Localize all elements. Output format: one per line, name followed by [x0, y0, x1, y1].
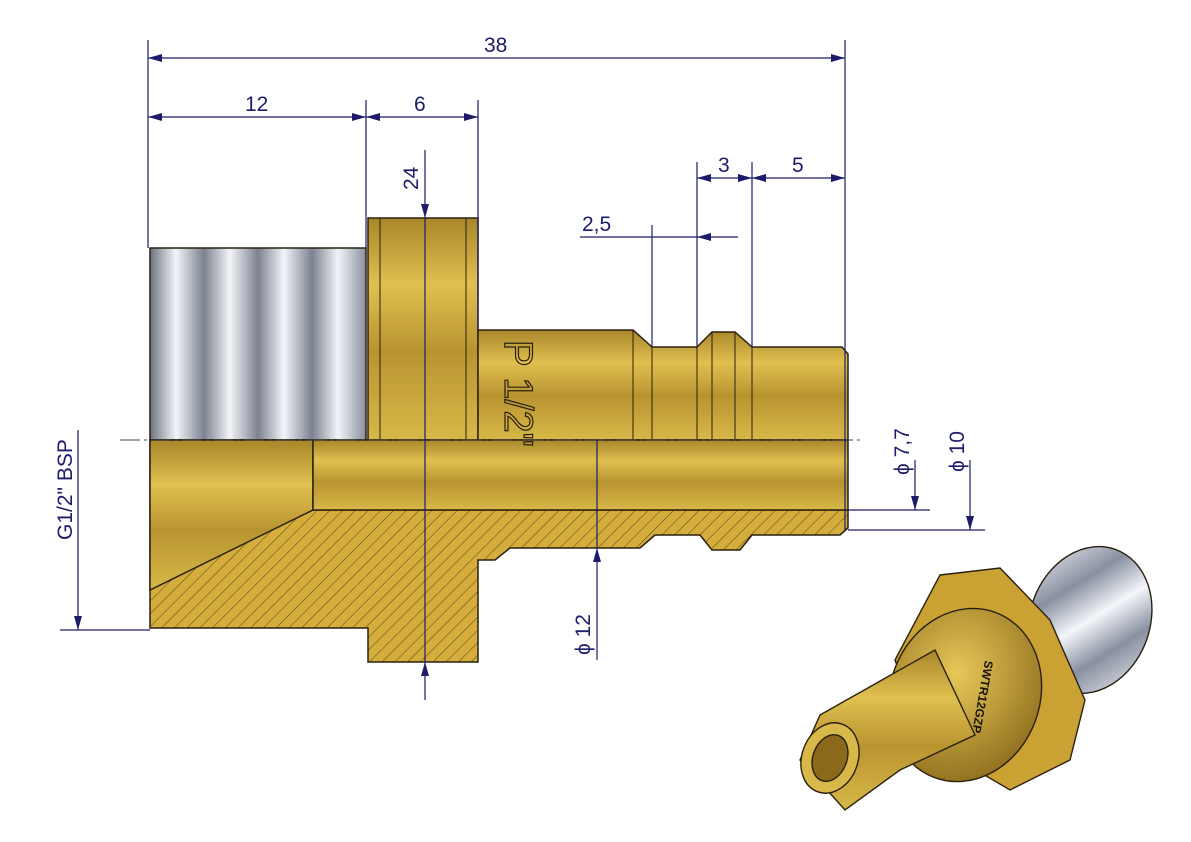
thread-upper — [149, 247, 367, 441]
dim-groove-diameter: ϕ 12 — [572, 614, 595, 655]
dim-tip-diameter: ϕ 10 — [946, 431, 969, 472]
bore — [312, 439, 849, 511]
body-upper — [477, 329, 849, 441]
dim-thread-spec: G1/2" BSP — [54, 439, 77, 540]
dim-overall-length: 38 — [484, 34, 507, 57]
dim-groove-width: 3 — [718, 154, 730, 177]
dim-tip-length: 5 — [792, 154, 804, 177]
isometric-render: SWTR12GZP — [799, 545, 1153, 811]
dimensions: 38 12 6 24 3 5 2,5 ϕ 7,7 ϕ 10 ϕ 12 G1/2"… — [54, 34, 985, 700]
dim-hex-width: 6 — [414, 93, 426, 116]
dim-groove-offset: 2,5 — [582, 213, 611, 236]
section-view: P 1/2" — [120, 217, 860, 663]
lower-section — [149, 439, 849, 663]
dim-hex-size: 24 — [400, 166, 423, 190]
dim-bore-diameter: ϕ 7,7 — [891, 428, 914, 475]
hex — [367, 217, 479, 441]
tip-bore-3d — [811, 734, 849, 782]
body-engraving: P 1/2" — [496, 340, 540, 447]
dim-thread-length: 12 — [245, 93, 268, 116]
